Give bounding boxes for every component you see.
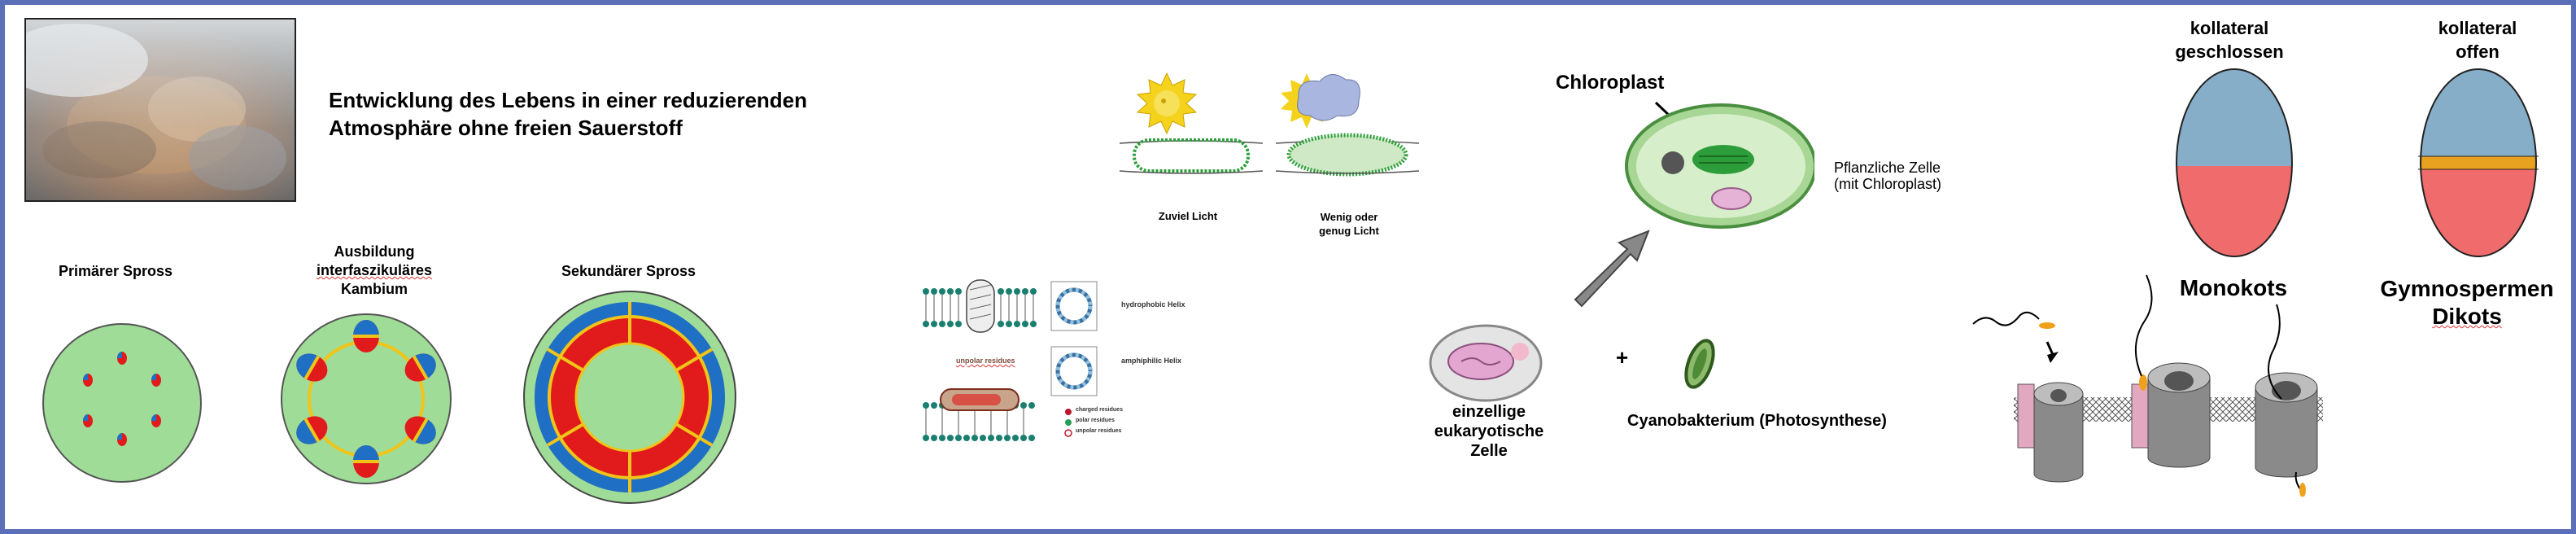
plant-cell-line1: Pflanzliche Zelle xyxy=(1834,160,1941,176)
title-line-2: Atmosphäre ohne freien Sauerstoff xyxy=(329,116,683,140)
little-light-line1: Wenig oder xyxy=(1320,211,1378,223)
too-much-light-label: Zuviel Licht xyxy=(1158,210,1218,222)
dikots-label: Dikots xyxy=(2432,304,2502,329)
chloroplast-little-light xyxy=(1275,73,1420,177)
legend-unpolar: unpolar residues xyxy=(1076,428,1122,434)
closed-bundle-diagram xyxy=(2176,68,2293,257)
open-line2: offen xyxy=(2456,42,2500,62)
little-light-line2: genug Licht xyxy=(1319,225,1379,237)
eukaryotic-cell-diagram xyxy=(1429,324,1543,402)
plant-cell-label: Pflanzliche Zelle (mit Chloroplast) xyxy=(1834,160,1941,192)
chloroplast-label: Chloroplast xyxy=(1556,72,1665,94)
cyanobacterium-label: Cyanobakterium (Photosynthese) xyxy=(1627,412,1887,430)
cambium-label-line1: Ausbildung xyxy=(334,243,415,260)
gymno-dikots-label: Gymnospermen Dikots xyxy=(2369,275,2565,330)
closed-bundle-title: kollateral geschlossen xyxy=(2156,16,2303,63)
unpolar-residues-label: unpolar residues xyxy=(956,357,1015,365)
plus-sign: + xyxy=(1616,345,1629,370)
amphiphilic-helix-label: amphiphilic Helix xyxy=(1121,357,1182,365)
open-line1: kollateral xyxy=(2438,18,2517,38)
hot-spring-photo xyxy=(24,18,296,202)
monokots-label: Monokots xyxy=(2179,275,2288,300)
plant-cell-line2: (mit Chloroplast) xyxy=(1834,176,1942,192)
closed-line1: kollateral xyxy=(2190,18,2269,38)
membrane-helix-diagram xyxy=(923,279,1098,441)
euk-line3: Zelle xyxy=(1470,442,1508,460)
cambium-label-line3: Kambium xyxy=(340,281,408,297)
title-line-1: Entwicklung des Lebens in einer reduzier… xyxy=(329,88,808,112)
little-light-label: Wenig oder genug Licht xyxy=(1300,210,1398,238)
open-bundle-diagram xyxy=(2418,68,2539,257)
primary-stem-diagram xyxy=(42,323,202,483)
euk-line1: einzellige xyxy=(1452,403,1526,421)
cambium-stem-diagram xyxy=(281,313,452,484)
secondary-stem-label: Sekundärer Spross xyxy=(561,263,696,279)
cambium-label-line2: interfaszikuläres xyxy=(316,262,433,278)
euk-line2: eukaryotische xyxy=(1434,422,1544,440)
cyanobacterium-icon xyxy=(1684,339,1715,389)
secondary-stem-diagram xyxy=(523,291,736,504)
legend-polar: polar residues xyxy=(1076,418,1115,423)
chloroplast-too-much-light xyxy=(1119,72,1264,174)
cloud-icon xyxy=(1297,74,1360,121)
open-bundle-title: kollateral offen xyxy=(2404,16,2551,63)
plant-cell-diagram xyxy=(1574,101,1814,308)
eukaryotic-cell-label: einzellige eukaryotische Zelle xyxy=(1416,402,1562,461)
hydrophobic-helix-label: hydrophobic Helix xyxy=(1121,300,1185,309)
legend-charged: charged residues xyxy=(1076,407,1123,413)
closed-line2: geschlossen xyxy=(2175,42,2284,62)
cambium-label: Ausbildung interfaszikuläres Kambium xyxy=(293,243,456,299)
membrane-proteins-diagram xyxy=(1972,274,2323,497)
primary-stem-label: Primärer Spross xyxy=(59,263,173,279)
sun-icon xyxy=(1136,72,1198,135)
gymno-label: Gymnospermen xyxy=(2380,276,2554,301)
